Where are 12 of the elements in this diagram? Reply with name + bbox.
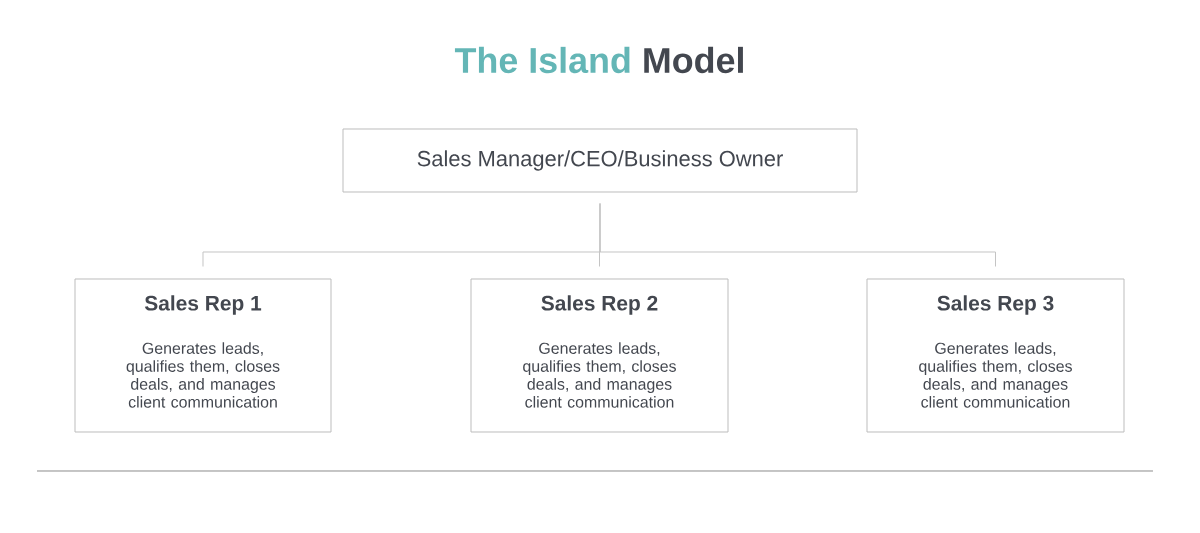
role-title: Sales Rep 2 — [541, 295, 658, 315]
role-description: Generates leads, qualifies them, closes deals, and manages client communication — [126, 342, 280, 408]
role-box — [74, 278, 332, 433]
role-description: Generates leads, qualifies them, closes deals, and manages client communication — [919, 342, 1072, 408]
role-title: Sales Rep 1 — [144, 295, 262, 315]
role-title: Sales Rep 3 — [937, 295, 1054, 315]
connector-line — [599, 203, 996, 267]
role-box — [866, 278, 1125, 433]
role-box — [470, 278, 729, 433]
role-description: Generates leads, qualifies them, closes deals, and manages client communication — [523, 342, 676, 408]
role-box: Sales Manager/CEO/Business Owner — [342, 128, 858, 193]
title: The Island Model — [454, 46, 743, 74]
